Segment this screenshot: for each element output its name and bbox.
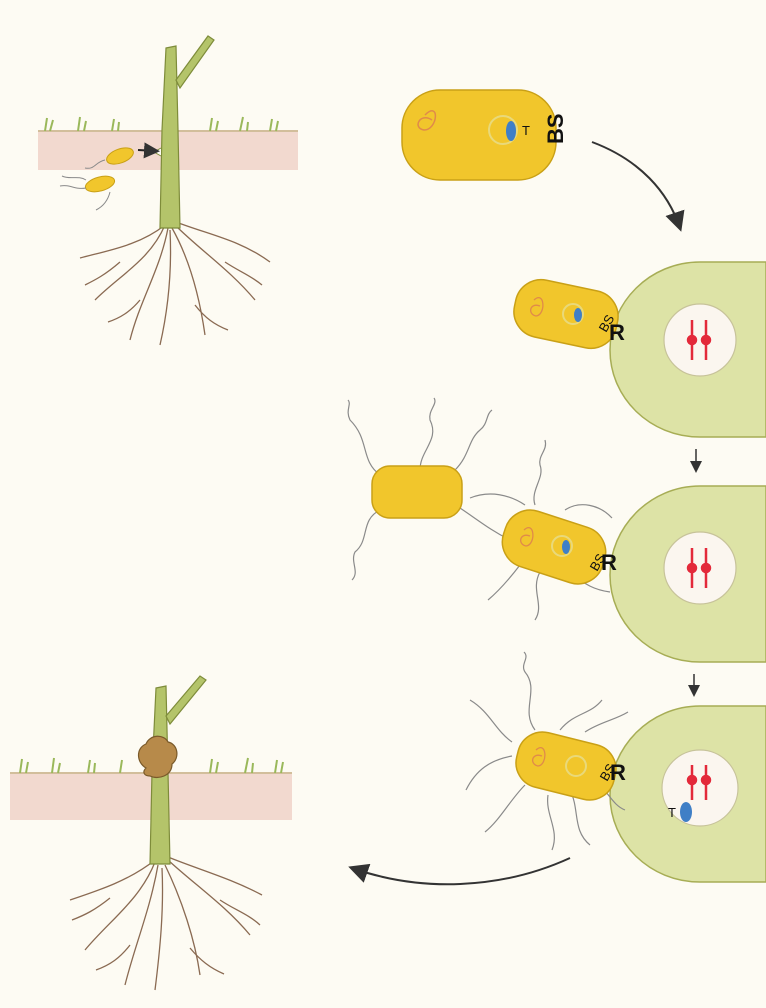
plant-nucleus-3: [664, 532, 736, 604]
plant-nucleus-2: [664, 304, 736, 376]
plant-stem-top: [160, 46, 180, 228]
small-bacterium-2: [84, 173, 117, 194]
root-system-bottom: [70, 857, 262, 990]
bacterium-body-1: [402, 90, 556, 180]
free-bacterium-3: [372, 466, 462, 518]
plant-branch-top: [176, 36, 214, 88]
crown-gall-plant-illustration: [10, 676, 292, 990]
arrow-step1-to-step2: [592, 142, 680, 228]
label-r-step2: R: [609, 320, 625, 345]
label-t-step4: T: [668, 805, 676, 820]
ti-plasmid-3: [562, 540, 570, 554]
root-system-top: [80, 222, 270, 345]
label-r-step4: R: [610, 760, 626, 785]
crown-gall-tumor: [139, 736, 177, 777]
step2-attachment: BS R: [509, 262, 766, 437]
label-t-step1: T: [522, 123, 530, 138]
healthy-plant-illustration: [38, 36, 298, 345]
plant-branch-bottom: [166, 676, 206, 724]
ti-plasmid-1: [506, 121, 516, 141]
integrated-t-dna: [680, 802, 692, 822]
step4-tdna-transfer: T BS R: [466, 652, 766, 882]
step1-bacterium: T BS: [402, 90, 568, 180]
label-bs-step1: BS: [543, 113, 568, 144]
ti-plasmid-2: [574, 308, 582, 322]
label-r-step3: R: [601, 550, 617, 575]
arrow-to-crown-gall: [352, 858, 570, 884]
attraction-arrow: [138, 150, 156, 151]
bacterium-body-3: [496, 503, 613, 590]
